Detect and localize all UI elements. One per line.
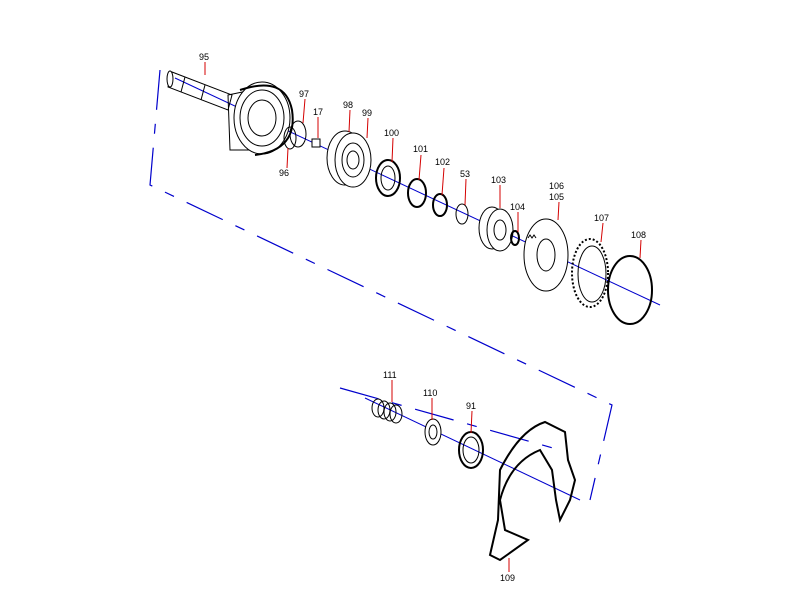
part-107-toothed-ring (571, 238, 609, 308)
part-109-gasket (488, 420, 577, 562)
leader-lines (204, 62, 642, 572)
label-104: 104 (510, 202, 525, 212)
part-104-ring (510, 230, 520, 246)
part-108-ring (607, 255, 653, 325)
assembly-frame (149, 69, 613, 501)
part-96-ring (283, 126, 297, 150)
part-53-ring (455, 203, 469, 225)
label-95: 95 (199, 52, 209, 62)
label-106: 106 (549, 181, 564, 191)
part-98-99-clutch (326, 130, 372, 188)
part-110-seal (424, 418, 442, 446)
label-53: 53 (460, 169, 470, 179)
label-103: 103 (491, 175, 506, 185)
label-98: 98 (343, 100, 353, 110)
label-108: 108 (631, 230, 646, 240)
label-109: 109 (500, 573, 515, 583)
lower-axis (364, 397, 581, 501)
label-110: 110 (423, 388, 437, 398)
part-95-shaft-drum (166, 70, 294, 156)
part-103-bearing (478, 206, 514, 252)
part-101-ring (407, 178, 427, 208)
label-100: 100 (384, 128, 399, 138)
label-17: 17 (313, 107, 323, 117)
part-100-ring (375, 159, 401, 197)
assembly-frame-lower (339, 387, 561, 451)
part-105-106-disc (523, 218, 569, 292)
label-111: 111 (383, 370, 397, 380)
label-107: 107 (594, 213, 609, 223)
label-101: 101 (413, 144, 428, 154)
label-99: 99 (362, 108, 372, 118)
part-111-springs (371, 398, 403, 424)
label-96: 96 (279, 168, 289, 178)
label-102: 102 (435, 157, 450, 167)
part-91-seal (458, 431, 484, 469)
label-91: 91 (466, 401, 476, 411)
part-102-ring (432, 193, 448, 217)
part-97-ring (289, 120, 307, 148)
label-105: 105 (549, 192, 564, 202)
part-17-small-part (311, 138, 321, 148)
label-97: 97 (299, 89, 309, 99)
